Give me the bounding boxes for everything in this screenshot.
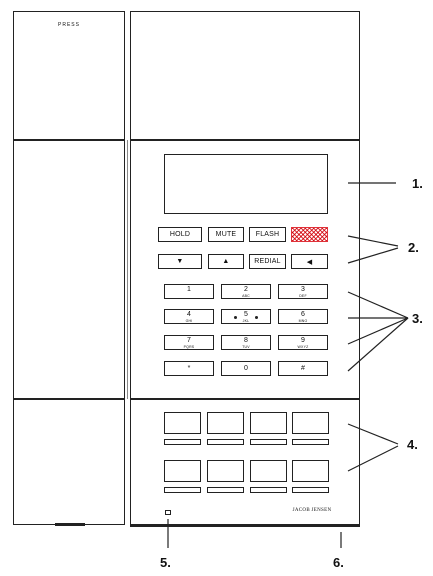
- callout-line-2a: [347, 235, 399, 247]
- key-1[interactable]: 1: [164, 284, 214, 299]
- key-star[interactable]: *: [164, 361, 214, 376]
- mute-key[interactable]: MUTE: [208, 227, 244, 242]
- memory-button-5[interactable]: [164, 460, 201, 482]
- hinge-line: [127, 140, 128, 399]
- callout-line-2b: [347, 247, 399, 264]
- callout-line-3a: [347, 291, 409, 319]
- callout-4: 4.: [407, 437, 418, 452]
- redial-key[interactable]: REDIAL: [249, 254, 286, 269]
- flash-key[interactable]: FLASH: [249, 227, 286, 242]
- memory-button-8[interactable]: [292, 460, 329, 482]
- callout-line-4a: [347, 423, 399, 445]
- memory-button-3[interactable]: [250, 412, 287, 434]
- memory-label-strip-1: [164, 439, 201, 445]
- handset-bottom: [13, 399, 125, 525]
- memory-button-6[interactable]: [207, 460, 244, 482]
- status-led: [165, 510, 171, 515]
- callout-line-3c: [347, 317, 409, 345]
- base-bottom-edge: [130, 525, 360, 527]
- memory-button-7[interactable]: [250, 460, 287, 482]
- up-arrow-key[interactable]: ▲: [208, 254, 244, 269]
- memory-label-strip-7: [250, 487, 287, 493]
- display-screen: [164, 154, 328, 214]
- press-label: PRESS: [58, 22, 80, 28]
- memory-button-2[interactable]: [207, 412, 244, 434]
- speaker-icon: ◀: [306, 258, 313, 266]
- key-0[interactable]: 0: [221, 361, 271, 376]
- memory-label-strip-5: [164, 487, 201, 493]
- memory-button-1[interactable]: [164, 412, 201, 434]
- callout-line-3d: [347, 317, 409, 372]
- callout-2: 2.: [408, 240, 419, 255]
- callout-6: 6.: [333, 555, 344, 570]
- memory-label-strip-2: [207, 439, 244, 445]
- memory-label-strip-8: [292, 487, 329, 493]
- handset-notch: [55, 523, 85, 526]
- handset-middle: [13, 140, 125, 399]
- hold-key[interactable]: HOLD: [158, 227, 202, 242]
- handset-top: PRESS: [13, 11, 125, 140]
- base-top-panel: [130, 11, 360, 140]
- speaker-key[interactable]: ◀: [291, 254, 328, 269]
- memory-label-strip-6: [207, 487, 244, 493]
- memory-label-strip-4: [292, 439, 329, 445]
- triangle-down-icon: ▼: [176, 258, 184, 265]
- down-arrow-key[interactable]: ▼: [158, 254, 202, 269]
- key-hash[interactable]: #: [278, 361, 328, 376]
- tactile-dot-right: [255, 316, 258, 319]
- callout-1: 1.: [412, 176, 423, 191]
- triangle-up-icon: ▲: [222, 258, 230, 265]
- callout-5: 5.: [160, 555, 171, 570]
- brand-logo: JACOB JENSEN: [292, 508, 332, 513]
- red-indicator-key[interactable]: [291, 227, 328, 242]
- callout-line-4b: [347, 445, 399, 472]
- tactile-dot-left: [234, 316, 237, 319]
- callout-3: 3.: [412, 311, 423, 326]
- memory-button-4[interactable]: [292, 412, 329, 434]
- memory-label-strip-3: [250, 439, 287, 445]
